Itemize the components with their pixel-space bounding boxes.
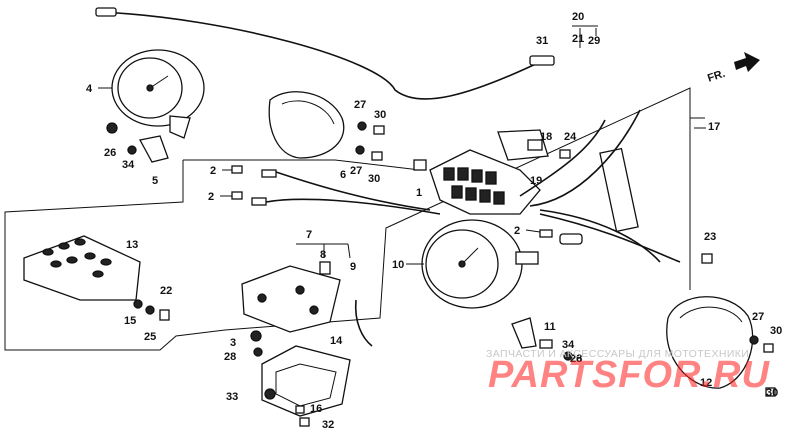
label-30-d: 30: [766, 387, 778, 399]
label-22: 22: [160, 285, 172, 297]
indicator-panel-cover: [23, 235, 141, 301]
label-11: 11: [544, 321, 556, 333]
indicator-housing: [429, 109, 681, 263]
label-4: 4: [86, 83, 93, 95]
lower-cover: [261, 345, 351, 417]
label-28-b: 28: [570, 353, 582, 365]
label-33: 33: [226, 391, 238, 403]
washer-34-left: [127, 145, 137, 155]
watermark-text-small: ЗАПЧАСТИ И АКСЕССУАРЫ ДЛЯ МОТОТЕХНИКИ: [486, 348, 750, 360]
label-6: 6: [340, 169, 346, 181]
stay-11: [511, 317, 537, 349]
screw-30-mid: [371, 151, 383, 161]
meter-case-lower: [666, 296, 754, 389]
label-24: 24: [564, 131, 577, 143]
label-27-a: 27: [354, 99, 366, 111]
bulb-24: [559, 149, 571, 159]
label-5: 5: [152, 175, 158, 187]
cable-end-upper: [95, 7, 117, 17]
bolt-34-lower: [539, 339, 553, 349]
screw-30-lower-a: [763, 343, 774, 353]
nut-26-lower: [563, 351, 573, 361]
label-30-a: 30: [374, 109, 386, 121]
label-16: 16: [310, 403, 322, 415]
grommet-27-lower: [749, 335, 759, 345]
label-2-c: 2: [514, 225, 520, 237]
grommet-8: [319, 261, 331, 275]
nut-26-left: [106, 122, 118, 134]
label-27-c: 27: [752, 311, 764, 323]
label-18: 18: [540, 131, 552, 143]
bulb-sockets: [231, 165, 583, 245]
label-32: 32: [322, 419, 334, 431]
label-7: 7: [306, 229, 312, 241]
label-34-a: 34: [122, 159, 135, 171]
label-26-b: 26: [570, 353, 582, 365]
meter-case-upper: [268, 91, 345, 159]
nut-25: [145, 305, 155, 315]
label-34-b: 34: [562, 339, 575, 351]
label-2-b: 2: [208, 191, 214, 203]
screw-30-lower-b: [765, 387, 776, 397]
cable-end-lower: [529, 55, 555, 66]
label-23: 23: [704, 231, 716, 243]
bracket-18: [527, 139, 543, 151]
label-30-c: 30: [770, 325, 782, 337]
bulb-1: [413, 159, 427, 171]
label-30-b: 30: [368, 173, 380, 185]
screw-16: [295, 405, 305, 414]
label-29: 29: [588, 35, 600, 47]
label-12: 12: [700, 377, 712, 389]
bolt-33: [264, 388, 276, 400]
collar-28: [253, 347, 263, 357]
label-3: 3: [230, 337, 236, 349]
label-17: 17: [708, 121, 720, 133]
label-27-b: 27: [350, 165, 362, 177]
screw-30-upper: [373, 125, 385, 135]
label-26-a: 26: [104, 147, 116, 159]
label-2-a: 2: [210, 165, 216, 177]
screw-32: [299, 417, 310, 427]
label-31: 31: [536, 35, 548, 47]
meter-stay: [139, 135, 169, 163]
wire-9: [354, 299, 373, 347]
watermark-text-large: PARTSFOR.RU: [488, 354, 770, 396]
label-9: 9: [350, 261, 356, 273]
bolt-22: [159, 309, 170, 321]
label-15: 15: [124, 315, 136, 327]
leader-lines: [98, 25, 706, 265]
meter-bracket: [241, 265, 341, 333]
label-14: 14: [330, 335, 343, 347]
label-10: 10: [392, 259, 404, 271]
grommet-15: [133, 299, 143, 309]
front-direction-arrow: FR.: [706, 52, 760, 85]
grommet-27-upper: [357, 121, 367, 131]
label-19: 19: [530, 175, 542, 187]
fr-label: FR.: [706, 68, 727, 85]
label-25: 25: [144, 331, 156, 343]
tachometer-meter: [111, 49, 205, 139]
label-20: 20: [572, 11, 584, 23]
label-8: 8: [320, 249, 326, 261]
speedometer-meter: [421, 219, 539, 309]
label-28-a: 28: [224, 351, 236, 363]
arrow-icon: [734, 52, 760, 72]
speedometer-cable: [95, 7, 555, 100]
reference-labels: 1 2 2 2 3 4 5 6 7 8 9 10 11 12 13 14 15 …: [86, 11, 782, 431]
label-21: 21: [572, 33, 584, 45]
label-13: 13: [126, 239, 138, 251]
bolt-23: [701, 253, 713, 264]
label-1: 1: [416, 187, 422, 199]
grommet-3: [250, 330, 262, 342]
washer-27-mid: [355, 145, 365, 155]
